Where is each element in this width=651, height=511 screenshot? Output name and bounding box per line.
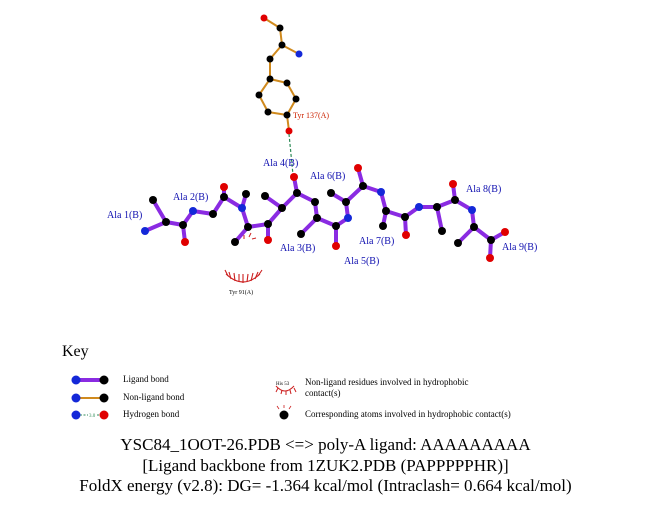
key-ligand-bond-icon bbox=[71, 375, 109, 385]
tyr91-hydrophobic-icon bbox=[224, 269, 263, 283]
residue-label-ala7: Ala 7(B) bbox=[359, 236, 394, 247]
caption-line-2: [Ligand backbone from 1ZUK2.PDB (PAPPPPP… bbox=[142, 456, 509, 475]
residue-label-ala5: Ala 5(B) bbox=[344, 256, 379, 267]
key-ligand-bond-label: Ligand bond bbox=[123, 374, 169, 384]
tyr137-atoms bbox=[255, 14, 303, 135]
key-corresponding-atoms-label: Corresponding atoms involved in hydropho… bbox=[305, 409, 511, 419]
key-hbond-distance: 3.0 bbox=[89, 414, 96, 419]
key-hydrophobic-residue-icon bbox=[275, 385, 297, 395]
residue-label-ala9: Ala 9(B) bbox=[502, 242, 537, 253]
key-nonligand-bond-label: Non-ligand bond bbox=[123, 392, 185, 402]
key-corresponding-atom-icon bbox=[276, 405, 292, 420]
residue-label-ala2: Ala 2(B) bbox=[173, 192, 208, 203]
residue-label-ala4: Ala 4(B) bbox=[263, 158, 298, 169]
caption-line-3: FoldX energy (v2.8): DG= -1.364 kcal/mol… bbox=[79, 476, 572, 495]
key-title: Key bbox=[62, 343, 89, 360]
caption-line-1: YSC84_1OOT-26.PDB <=> poly-A ligand: AAA… bbox=[120, 435, 531, 454]
key-hydrophobic-residues-label: Non-ligand residues involved in hydropho… bbox=[305, 377, 469, 398]
residue-label-tyr137: Tyr 137(A) bbox=[293, 111, 329, 120]
residue-label-ala1: Ala 1(B) bbox=[107, 210, 142, 221]
ligand-atoms bbox=[141, 164, 509, 262]
key-hydrogen-bond-icon bbox=[71, 410, 109, 420]
key-hydrophobic-sample-label: His 53 bbox=[276, 382, 290, 387]
residue-label-ala3: Ala 3(B) bbox=[280, 243, 315, 254]
key-nonligand-bond-icon bbox=[71, 393, 109, 403]
hydrogen-bond bbox=[288, 133, 294, 176]
residue-label-tyr91: Tyr 91(A) bbox=[229, 289, 253, 296]
key-hydrogen-bond-label: Hydrogen bond bbox=[123, 409, 180, 419]
residue-label-ala8: Ala 8(B) bbox=[466, 184, 501, 195]
residue-label-ala6: Ala 6(B) bbox=[310, 171, 345, 182]
hydrophobic-contact-atom bbox=[243, 232, 257, 240]
